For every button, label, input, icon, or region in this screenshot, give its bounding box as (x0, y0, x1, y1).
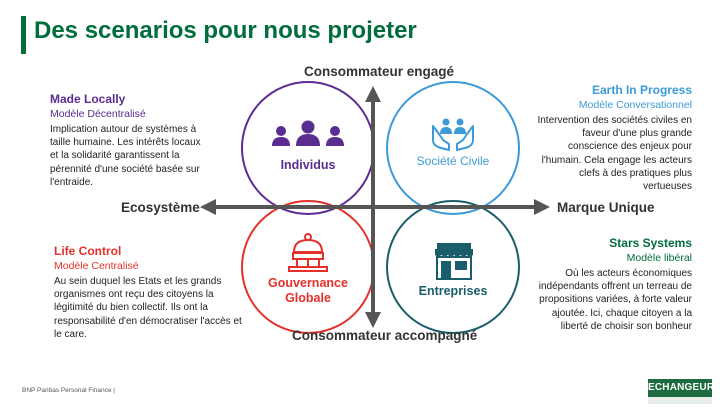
people-group-icon (272, 120, 344, 146)
quadrant-subtitle: Modèle Décentralisé (50, 108, 146, 120)
quadrant-body: Où les acteurs économiques indépendants … (538, 268, 692, 332)
quadrant-subtitle: Modèle libéral (626, 252, 692, 264)
circle-label-societe-civile: Société Civile (416, 154, 490, 168)
logo-strip (648, 397, 712, 404)
circle-entreprises (386, 200, 520, 334)
quadrant-title: Life Control (54, 244, 122, 258)
arrow-down-icon (365, 312, 381, 328)
storefront-icon (435, 243, 473, 280)
quadrant-bottom-right: Stars Systems Modèle libéral Où les acte… (530, 236, 692, 333)
quadrant-subtitle: Modèle Conversationnel (578, 99, 692, 111)
axis-label-top: Consommateur engagé (304, 64, 455, 79)
quadrant-bottom-left: Life Control Modèle Centralisé Au sein d… (54, 244, 246, 341)
circle-label-gouvernance: Gouvernance Globale (258, 276, 358, 306)
horizontal-axis (200, 199, 550, 215)
arrow-right-icon (534, 199, 550, 215)
circle-label-individus: Individus (280, 158, 336, 172)
quadrant-body: Intervention des sociétés civiles en fav… (537, 115, 692, 193)
quadrant-body: Implication autour de systèmes à taille … (50, 124, 201, 188)
quadrant-title: Made Locally (50, 92, 126, 106)
circle-label-entreprises: Entreprises (418, 284, 488, 298)
footer-text: BNP Paribas Personal Finance | (22, 387, 115, 394)
quadrant-subtitle: Modèle Centralisé (54, 260, 139, 272)
circle-label-gouvernance-line2: Globale (285, 291, 331, 305)
circle-label-gouvernance-line1: Gouvernance (268, 276, 348, 290)
quadrant-body: Au sein duquel les Etats et les grands o… (54, 276, 242, 340)
quadrant-title: Stars Systems (609, 236, 692, 250)
axis-label-left: Ecosystème (121, 200, 200, 215)
circle-individus (241, 81, 375, 215)
arrow-left-icon (200, 199, 216, 215)
hands-people-icon (432, 118, 474, 151)
arrow-up-icon (365, 86, 381, 102)
title-accent-bar (21, 16, 26, 54)
axis-label-bottom: Consommateur accompagné (292, 328, 478, 343)
institution-bell-icon (288, 233, 328, 272)
quadrant-top-right: Earth In Progress Modèle Conversationnel… (530, 83, 692, 193)
echangeur-logo: ECHANGEUR (648, 379, 714, 397)
page-title: Des scenarios pour nous projeter (34, 17, 417, 44)
circle-societe-civile (386, 81, 520, 215)
quadrant-title: Earth In Progress (591, 83, 692, 97)
axis-label-right: Marque Unique (557, 200, 655, 215)
quadrant-top-left: Made Locally Modèle Décentralisé Implica… (50, 92, 205, 189)
